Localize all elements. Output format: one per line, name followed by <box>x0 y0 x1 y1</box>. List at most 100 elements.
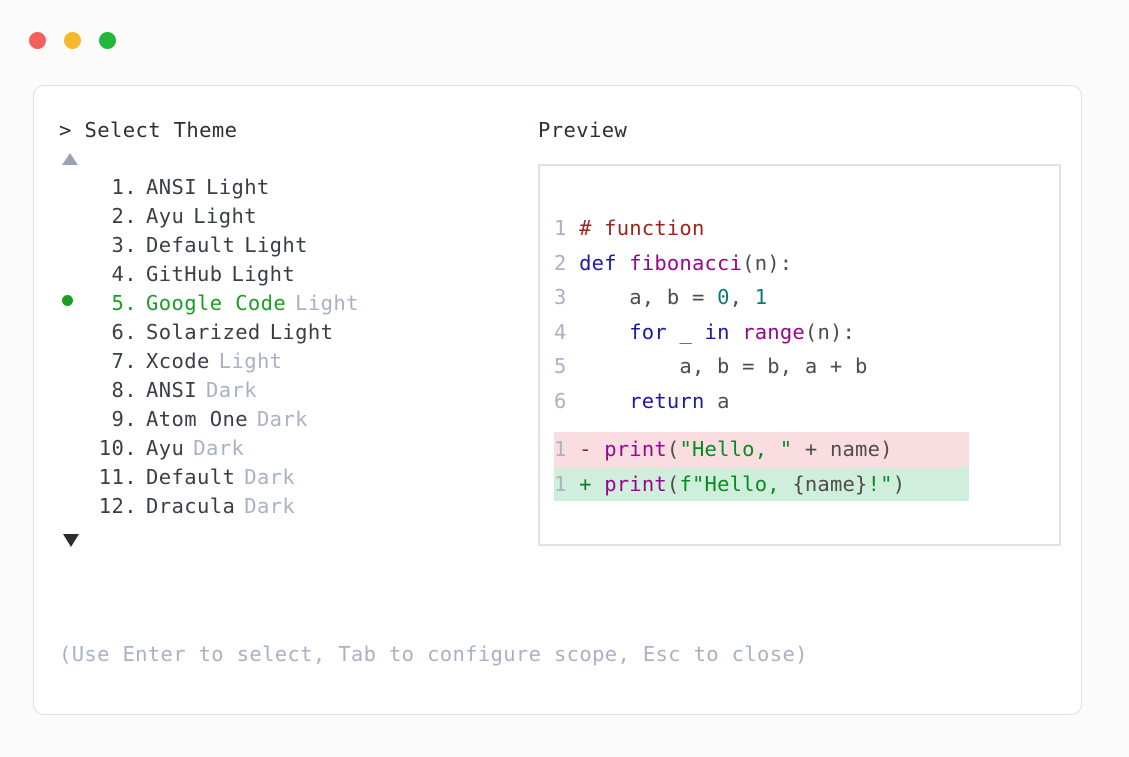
line-number: 3 <box>554 285 567 309</box>
code-token-string: f"Hello, <box>679 471 793 496</box>
theme-item-name: GitHub <box>146 262 223 286</box>
theme-item-index: 12. <box>98 494 137 518</box>
code-line: 6 return a <box>554 384 868 419</box>
diff-line-added: 1 + print(f"Hello, {name}!") <box>554 466 969 501</box>
theme-list-item[interactable]: 7. Xcode Light <box>59 349 519 378</box>
theme-item-index: 10. <box>98 436 137 460</box>
code-token-func: print <box>604 437 667 461</box>
diff-marker: + <box>566 471 605 496</box>
code-token-func: print <box>604 471 667 496</box>
theme-list-item[interactable]: 8. ANSI Dark <box>59 378 519 407</box>
maximize-window-button[interactable] <box>99 32 116 49</box>
code-token-plain: {name} <box>792 471 868 496</box>
theme-item-name: Dracula <box>146 494 236 518</box>
theme-item-index: 11. <box>98 465 137 489</box>
code-line: 3 a, b = 0, 1 <box>554 280 868 315</box>
code-token-keyword: in <box>704 319 730 344</box>
code-token-plain: ) <box>892 471 906 496</box>
theme-item-index: 3. <box>111 233 137 257</box>
theme-item-index: 8. <box>111 378 137 402</box>
theme-item-name: ANSI <box>146 378 197 402</box>
diff-marker: - <box>566 437 605 461</box>
gutter-space <box>567 349 580 384</box>
code-line: 1 # function <box>554 211 868 246</box>
theme-item-index: 4. <box>111 262 137 286</box>
theme-list-item[interactable]: 4. GitHub Light <box>59 262 519 291</box>
code-token-plain <box>730 315 743 350</box>
diff-sample: 1 - print("Hello, " + name)1 + print(f"H… <box>554 432 969 501</box>
theme-item-name: Ayu <box>146 204 185 228</box>
code-token-keyword: def <box>579 250 630 275</box>
code-token-plain <box>579 315 629 350</box>
code-token-plain: , <box>729 285 755 309</box>
line-number: 5 <box>554 354 567 378</box>
theme-item-variant: Light <box>244 233 308 257</box>
code-token-keyword: return <box>629 388 705 413</box>
line-number: 6 <box>554 388 567 413</box>
theme-item-variant: Light <box>218 349 283 373</box>
gutter-space <box>567 384 580 419</box>
code-token-plain <box>579 384 629 419</box>
theme-list-item[interactable]: 12. Dracula Dark <box>59 494 519 523</box>
code-token-plain: a, b = b, a + b <box>579 354 868 378</box>
code-token-plain: a, b = <box>579 285 718 309</box>
gutter-space <box>567 280 580 315</box>
triangle-down-icon[interactable] <box>63 534 79 547</box>
code-token-plain: (n): <box>742 250 793 275</box>
theme-item-name: Ayu <box>146 436 185 460</box>
code-token-string: "Hello, " <box>679 437 793 461</box>
close-window-button[interactable] <box>29 32 46 49</box>
code-token-plain: a <box>704 388 730 413</box>
gutter-space <box>567 211 580 246</box>
theme-item-index: 5. <box>111 291 137 315</box>
selection-dot <box>62 295 73 306</box>
code-line: 5 a, b = b, a + b <box>554 349 868 384</box>
theme-item-index: 7. <box>111 349 137 373</box>
theme-item-variant: Dark <box>205 378 257 402</box>
select-theme-prompt: > Select Theme <box>59 118 238 142</box>
minimize-window-button[interactable] <box>64 32 81 49</box>
line-number: 4 <box>554 319 567 344</box>
theme-item-variant: Light <box>269 320 334 344</box>
preview-label: Preview <box>538 118 628 142</box>
code-token-comment: # function <box>579 216 705 240</box>
code-token-func: range <box>742 319 805 344</box>
theme-item-variant: Dark <box>244 494 296 518</box>
theme-item-variant: Dark <box>244 465 296 489</box>
theme-item-index: 2. <box>111 204 137 228</box>
theme-item-index: 6. <box>111 320 137 344</box>
keyboard-hint: (Use Enter to select, Tab to configure s… <box>59 642 808 666</box>
code-token-plain: ( <box>666 471 680 496</box>
code-token-number: 1 <box>754 285 768 309</box>
triangle-up-icon[interactable] <box>62 153 78 165</box>
code-token-number: 0 <box>717 285 730 309</box>
gutter-space <box>567 315 580 350</box>
theme-item-index: 1. <box>111 175 137 199</box>
code-line: 4 for _ in range(n): <box>554 315 868 350</box>
code-token-keyword: for <box>629 319 667 344</box>
code-token-plain: (n): <box>804 319 856 344</box>
line-number: 1 <box>554 437 567 461</box>
code-token-plain: _ <box>666 319 705 344</box>
theme-item-variant: Dark <box>256 407 308 431</box>
line-number: 1 <box>554 216 567 240</box>
theme-item-variant: Light <box>231 262 296 286</box>
code-line: 2 def fibonacci(n): <box>554 246 868 281</box>
code-token-plain: + name) <box>792 437 893 461</box>
theme-item-name: Xcode <box>146 349 210 373</box>
theme-item-index: 9. <box>111 407 137 431</box>
